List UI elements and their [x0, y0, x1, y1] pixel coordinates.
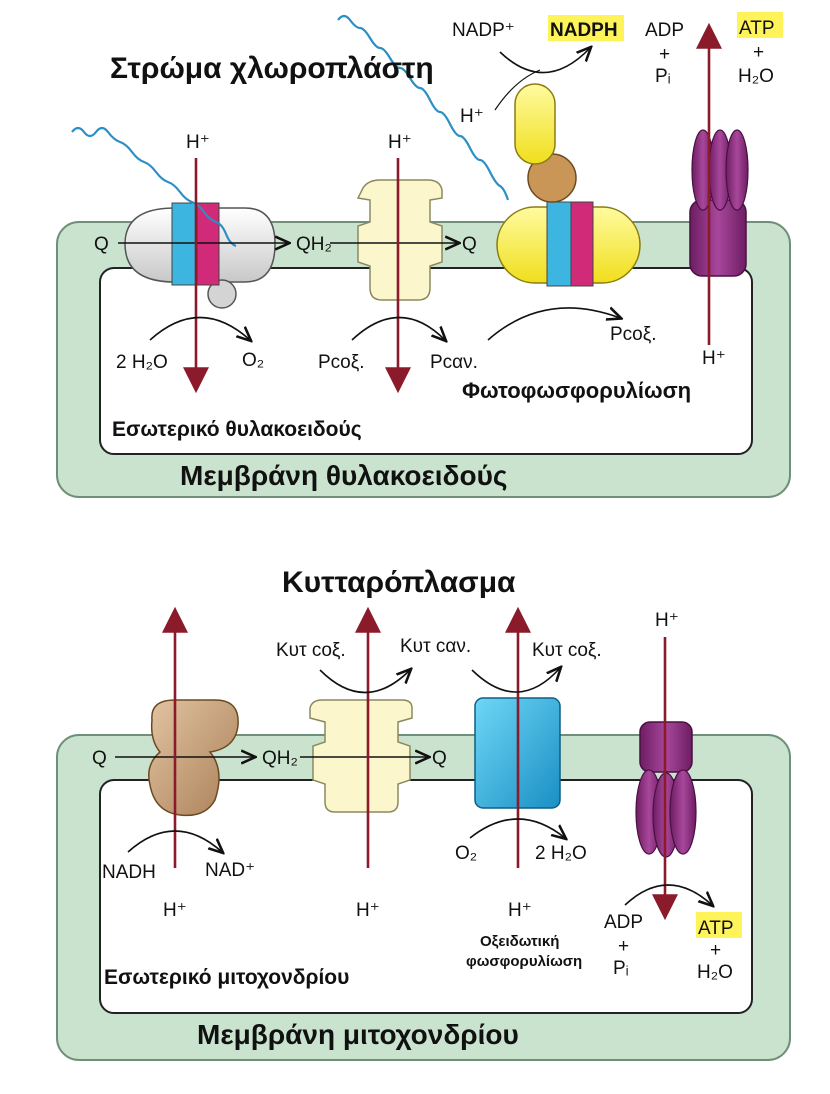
bottom-h2o-label: H₂O [697, 962, 733, 983]
top-plus-atp: + [753, 42, 764, 63]
top-h-nadp-arrow [494, 69, 541, 111]
light-wave-1 [71, 126, 237, 248]
top-h2o-label: H₂O [738, 66, 774, 87]
bottom-o2-arrow [469, 818, 565, 838]
bottom-q-left: Q [92, 748, 107, 769]
cytochrome-b6f [356, 179, 443, 301]
top-q-left: Q [94, 234, 109, 255]
top-pc-ox-label-2: Pcοξ. [610, 324, 657, 345]
top-h-plus-nadp: H⁺ [460, 106, 484, 127]
top-water-label: 2 H₂O [116, 352, 168, 373]
complex-iii [309, 699, 413, 813]
top-plus-adp: + [659, 44, 670, 65]
atp-synthase-top [689, 129, 749, 277]
top-inner-label: Εσωτερικό θυλακοειδούς [112, 418, 362, 441]
bottom-o2-label: O₂ [455, 843, 477, 864]
bottom-membrane-label: Μεμβράνη μιτοχονδρίου [197, 1019, 519, 1050]
top-water-split-arrow [149, 316, 250, 341]
bottom-atp-label: ATP [698, 918, 734, 939]
bottom-cyt-arrow-1 [319, 670, 410, 694]
top-nadp-label: NADP⁺ [452, 20, 515, 41]
top-nadph-label: NADPH [550, 20, 618, 41]
top-h-plus-atp: H⁺ [702, 348, 726, 369]
top-nadp-arrow [499, 48, 590, 74]
top-pc-red-label: Pcαν. [430, 352, 478, 373]
bottom-h-plus-top: H⁺ [655, 610, 679, 631]
bottom-cyt-arrow-2 [471, 668, 560, 693]
photosystem-i [496, 83, 641, 287]
bottom-h-plus-civ: H⁺ [508, 900, 532, 921]
bottom-water-label: 2 H₂O [535, 843, 587, 864]
top-h-plus-b6f: H⁺ [388, 132, 412, 153]
bottom-process-label-1: Οξειδωτική [480, 933, 559, 950]
bottom-cyt-red-label: Κυτ cαν. [400, 636, 471, 657]
top-atp-label: ATP [739, 18, 775, 39]
top-pc-arrow [351, 316, 445, 341]
bottom-qh2: QH₂ [262, 748, 298, 769]
bottom-plus-adp: + [618, 936, 629, 957]
top-adp-label: ADP [645, 20, 684, 41]
top-q-right: Q [462, 234, 477, 255]
bottom-atp-arrow [624, 884, 712, 905]
bottom-h-plus-ciii: H⁺ [356, 900, 380, 921]
top-h-plus-psii: H⁺ [186, 132, 210, 153]
bottom-pi-label: Pᵢ [613, 958, 629, 979]
top-title: Στρώμα χλωροπλάστη [110, 52, 434, 85]
bottom-plus-atp: + [710, 940, 721, 961]
top-o2-label: O₂ [242, 350, 264, 371]
bottom-membrane [56, 734, 791, 1061]
top-pi-label: Pᵢ [655, 66, 671, 87]
bottom-cyt-ox-label-1: Κυτ cοξ. [276, 640, 346, 661]
light-wave-2 [337, 14, 510, 201]
bottom-h-plus-ci: H⁺ [163, 900, 187, 921]
bottom-cyt-ox-label-2: Κυτ cοξ. [532, 640, 602, 661]
top-membrane [56, 221, 791, 498]
top-process-label: Φωτοφωσφορυλίωση [462, 378, 691, 403]
top-pc-ox-label-1: Pcοξ. [318, 352, 365, 373]
bottom-q-right: Q [432, 748, 447, 769]
photosystem-ii [124, 202, 276, 309]
bottom-nad-label: NAD⁺ [205, 860, 255, 881]
top-membrane-label: Μεμβράνη θυλακοειδούς [180, 460, 508, 491]
top-pc-to-psi-arrow [487, 308, 620, 341]
bottom-process-label-2: φωσφορυλίωση [466, 953, 582, 970]
top-qh2: QH₂ [296, 234, 332, 255]
bottom-nadh-label: NADH [102, 862, 156, 883]
bottom-inner-label: Εσωτερικό μιτοχονδρίου [104, 966, 349, 989]
bottom-adp-label: ADP [604, 912, 643, 933]
bottom-title: Κυτταρόπλασμα [282, 566, 516, 599]
bottom-nadh-arrow [127, 830, 222, 852]
